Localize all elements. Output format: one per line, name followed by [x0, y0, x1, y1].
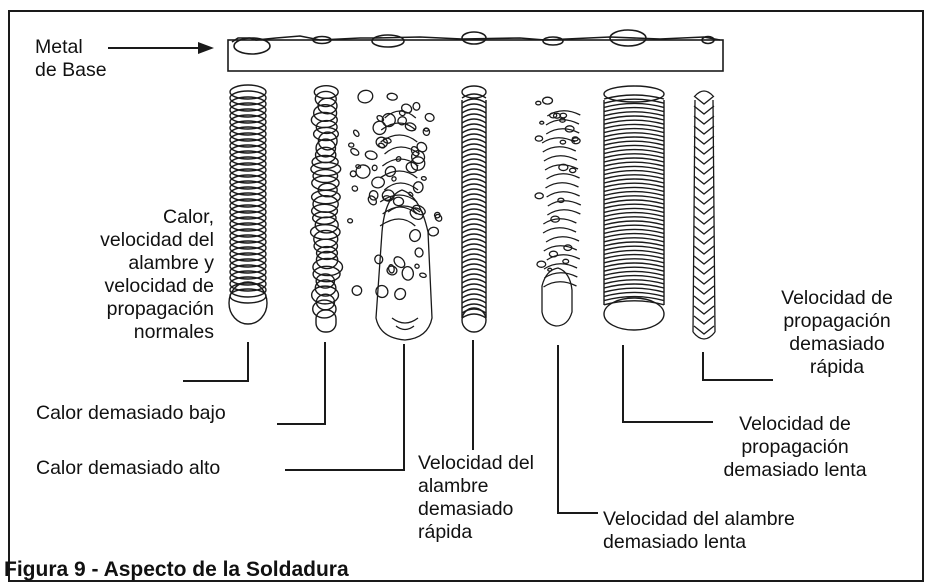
- weld-bead-normal: [229, 85, 267, 324]
- weld-bead-wire-fast: [462, 86, 486, 332]
- label-travel-fast: Velocidad de propagación demasiado rápid…: [752, 287, 922, 379]
- base-metal-plate: [228, 30, 723, 71]
- weld-bead-high-heat: [347, 89, 443, 340]
- leader-wire-slow: [558, 345, 598, 513]
- label-normal: Calor, velocidad del alambre y velocidad…: [10, 206, 214, 344]
- weld-bead-travel-fast: [693, 91, 715, 339]
- figure-caption: Figura 9 - Aspecto de la Soldadura: [4, 558, 349, 582]
- label-travel-slow: Velocidad de propagación demasiado lenta: [715, 413, 875, 482]
- leader-travel-slow: [623, 345, 713, 422]
- leader-high-heat: [285, 344, 404, 470]
- weld-bead-wire-slow: [535, 97, 581, 326]
- weld-bead-low-heat: [311, 86, 343, 332]
- weld-bead-travel-slow: [604, 86, 664, 330]
- label-high-heat: Calor demasiado alto: [36, 457, 220, 480]
- base-metal-arrow: [108, 42, 214, 54]
- label-wire-slow: Velocidad del alambre demasiado lenta: [603, 508, 795, 554]
- label-base-metal: Metal de Base: [35, 36, 107, 82]
- label-wire-fast: Velocidad del alambre demasiado rápida: [418, 452, 534, 544]
- label-low-heat: Calor demasiado bajo: [36, 402, 226, 425]
- leader-low-heat: [277, 342, 325, 424]
- leader-normal: [183, 342, 248, 381]
